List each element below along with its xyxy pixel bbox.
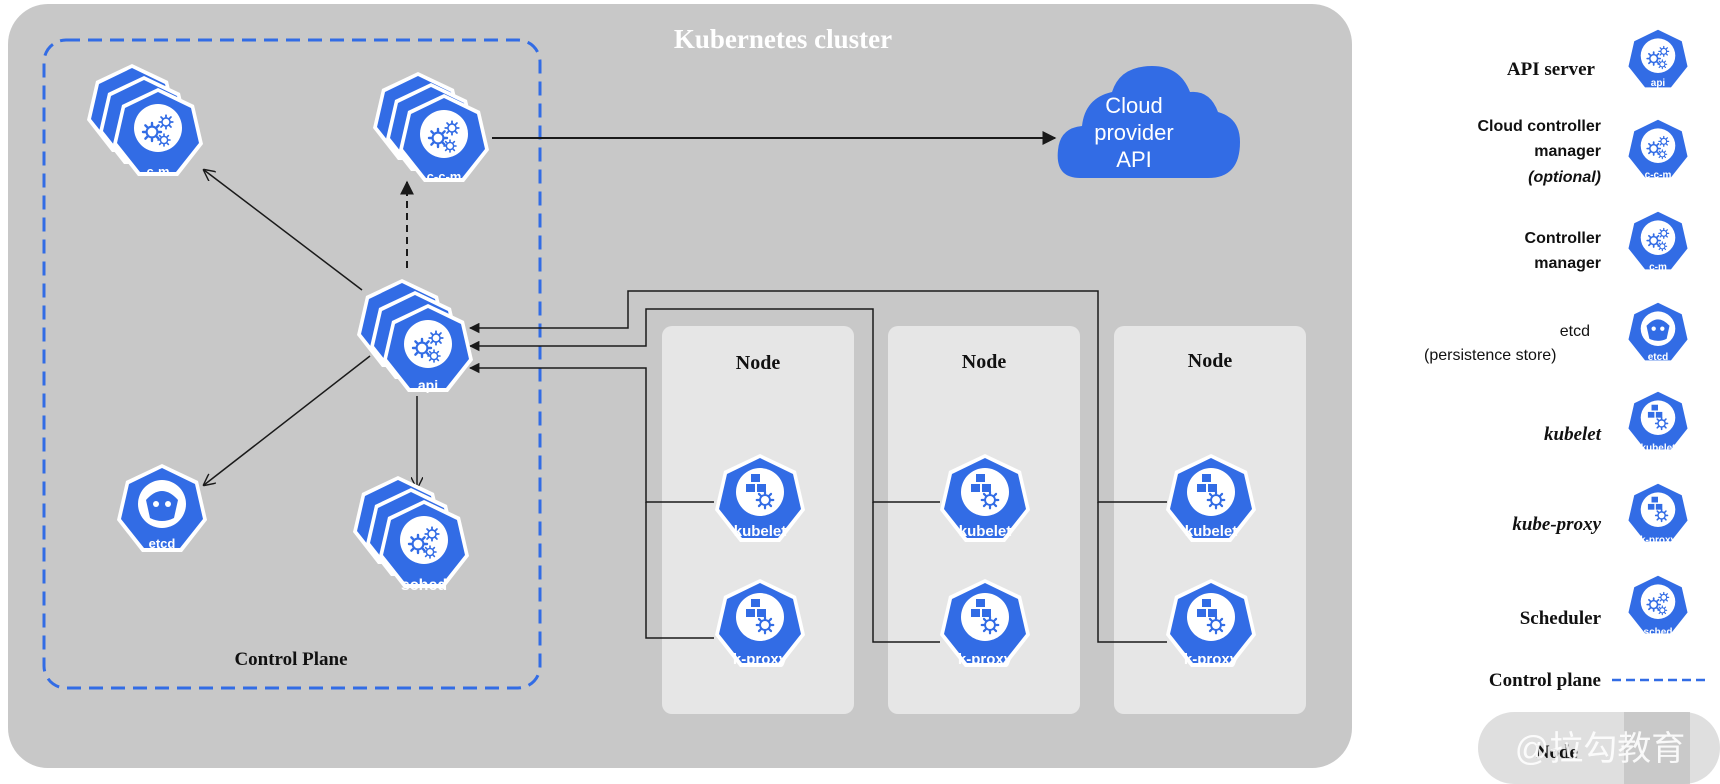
node1-to-api-arrow <box>468 362 714 503</box>
cloud-label-line3: API <box>1116 147 1151 172</box>
node1-kubelet-label: kubelet <box>734 523 787 540</box>
cloud-provider-api: Cloud provider API <box>1057 66 1240 178</box>
node3-kubelet-label: kubelet <box>1185 523 1238 540</box>
api-server-icon: api <box>357 279 473 393</box>
etcd-icon: etcd <box>117 464 207 552</box>
legend: API server api Cloud controller manager … <box>1424 26 1720 784</box>
legend-kproxy-icon-label: k-proxy <box>1640 535 1677 546</box>
sched-label: sched <box>401 577 447 594</box>
legend-ccm-line3: (optional) <box>1528 169 1601 186</box>
legend-etcd-line1: etcd <box>1560 323 1590 340</box>
node-title-1: Node <box>736 352 781 374</box>
legend-scheduler: Scheduler <box>1520 608 1602 629</box>
legend-kube-proxy: kube-proxy <box>1512 514 1601 535</box>
legend-control-plane: Control plane <box>1489 670 1601 691</box>
legend-cm-line1: Controller <box>1525 230 1601 247</box>
legend-ccm-line1: Cloud controller <box>1477 118 1601 135</box>
api-to-etcd-arrow <box>204 355 371 485</box>
node2-kubelet-icon: kubelet <box>940 454 1030 542</box>
scheduler-icon: sched <box>353 476 469 594</box>
api-label: api <box>418 377 438 393</box>
node-title-3: Node <box>1188 350 1233 372</box>
node3-to-api-arrow <box>468 290 1167 503</box>
legend-api-server: API server <box>1507 59 1596 80</box>
legend-ccm-line2: manager <box>1534 143 1601 160</box>
ccm-label: c-c-m <box>427 169 462 184</box>
legend-api-icon-label: api <box>1651 78 1666 89</box>
node1-proxy-link <box>645 502 714 639</box>
watermark: @拉勾教育 <box>1515 730 1686 768</box>
legend-ccm-icon-label: c-c-m <box>1645 170 1672 181</box>
node2-kproxy-label: k-proxy <box>958 651 1013 668</box>
node3-kproxy-icon: k-proxy <box>1166 579 1256 668</box>
control-plane-boundary <box>42 38 542 690</box>
node-title-2: Node <box>962 351 1007 373</box>
legend-node-swatch <box>1624 712 1690 784</box>
node3-proxy-link <box>1097 502 1167 643</box>
legend-etcd-line2: (persistence store) <box>1424 347 1557 364</box>
legend-etcd-icon-label: etcd <box>1648 352 1669 363</box>
cloud-label-line2: provider <box>1094 120 1173 145</box>
cluster-title: Kubernetes cluster <box>674 24 892 54</box>
etcd-label: etcd <box>149 536 176 551</box>
api-to-cm-arrow <box>204 170 363 291</box>
node3-kproxy-label: k-proxy <box>1184 651 1239 668</box>
legend-kubelet: kubelet <box>1544 424 1602 445</box>
node1-kproxy-label: k-proxy <box>733 651 788 668</box>
node2-proxy-link <box>872 502 940 643</box>
legend-cm-icon-label: c-m <box>1649 262 1667 273</box>
legend-cm-line2: manager <box>1534 255 1601 272</box>
node2-kubelet-label: kubelet <box>959 523 1012 540</box>
connection-lines <box>204 131 1167 643</box>
node2-kproxy-icon: k-proxy <box>940 579 1030 668</box>
cloud-controller-manager-icon: c-c-m <box>373 72 489 184</box>
legend-kubelet-icon-label: kubelet <box>1640 443 1676 454</box>
node1-kproxy-icon: k-proxy <box>715 579 805 668</box>
cloud-label-line1: Cloud <box>1105 93 1162 118</box>
node2-to-api-arrow <box>468 308 940 503</box>
node1-kubelet-icon: kubelet <box>715 454 805 542</box>
cm-label: c-m <box>146 164 169 179</box>
control-plane-label: Control Plane <box>234 649 347 670</box>
controller-manager-icon: c-m <box>87 64 203 179</box>
legend-node: Node <box>1536 742 1578 763</box>
legend-sched-icon-label: sched <box>1644 627 1673 638</box>
node3-kubelet-icon: kubelet <box>1166 454 1256 542</box>
